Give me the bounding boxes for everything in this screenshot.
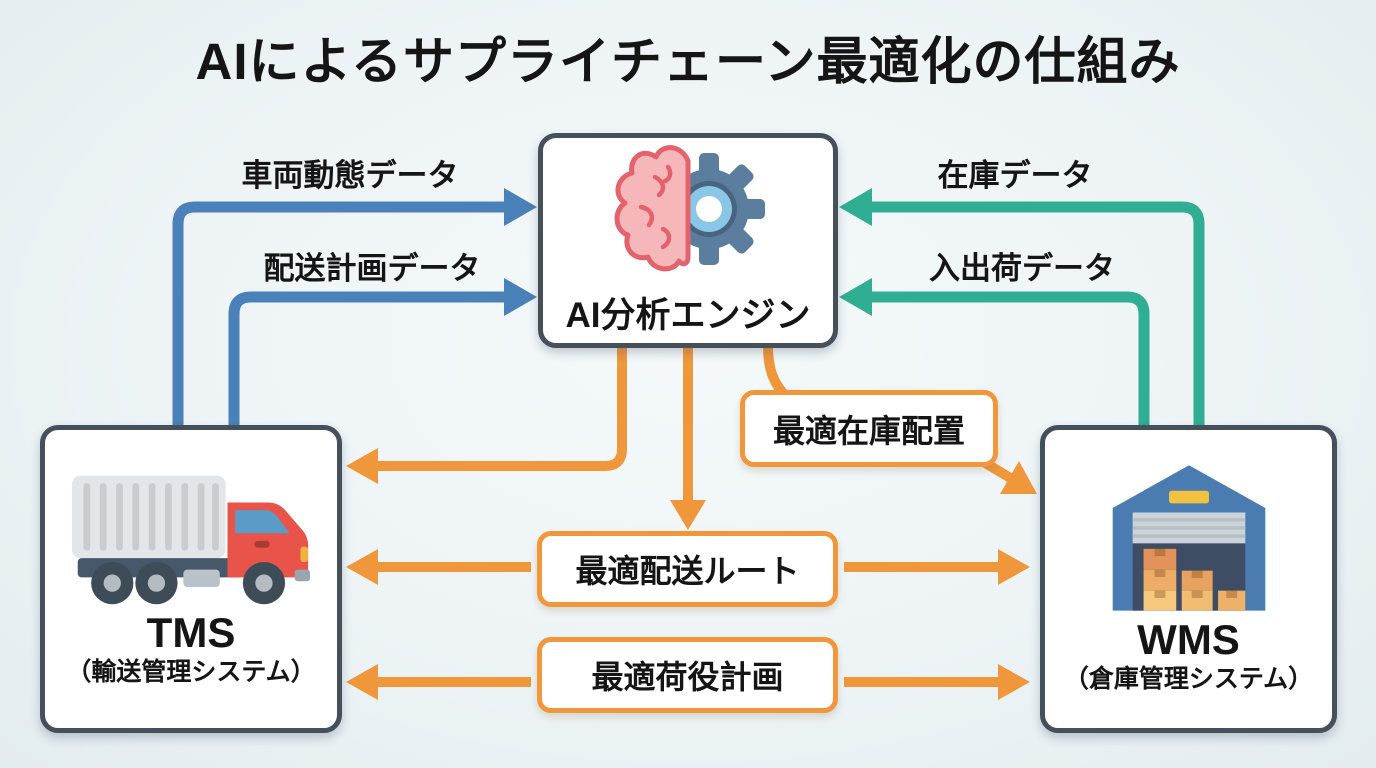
page-title: AIによるサプライチェーン最適化の仕組み [195,33,1181,90]
node-tms: TMS （輸送管理システム） [40,425,342,733]
tms-acronym: TMS [146,608,236,656]
ai-engine-label: AI分析エンジン [565,296,811,335]
brain-gear-icon [614,145,765,272]
arrow-delivery-plan-data [228,278,537,426]
wms-acronym: WMS [1137,616,1240,664]
arrow-ai-to-route-label [670,346,706,530]
flow-label-inventory-data: 在庫データ [937,158,1093,193]
flow-label-vehicle-data: 車両動態データ [241,158,459,193]
output-label-optimal-inventory: 最適在庫配置 [740,390,998,467]
arrow-vehicle-data [172,188,537,426]
truck-icon [71,475,311,604]
arrow-route-to-wms [844,549,1030,585]
arrow-inout-data [839,278,1150,426]
arrow-loading-to-tms [346,664,531,700]
node-wms: WMS （倉庫管理システム） [1040,425,1337,733]
arrow-loading-to-wms [844,664,1030,700]
arrow-ai-to-tms [346,346,627,484]
arrow-inventory-data [839,188,1205,426]
output-label-optimal-route: 最適配送ルート [537,531,838,607]
arrow-route-to-tms [346,549,531,585]
wms-subtitle: （倉庫管理システム） [1063,665,1314,694]
tms-subtitle: （輸送管理システム） [66,657,316,686]
warehouse-icon [1112,465,1265,611]
node-ai-engine: AI分析エンジン [538,133,838,348]
flow-label-inout-data: 入出荷データ [929,251,1115,286]
connector-ai-to-inventory-label [763,341,789,399]
output-label-optimal-loading: 最適荷役計画 [537,637,838,713]
flow-label-delivery-plan-data: 配送計画データ [263,251,481,286]
